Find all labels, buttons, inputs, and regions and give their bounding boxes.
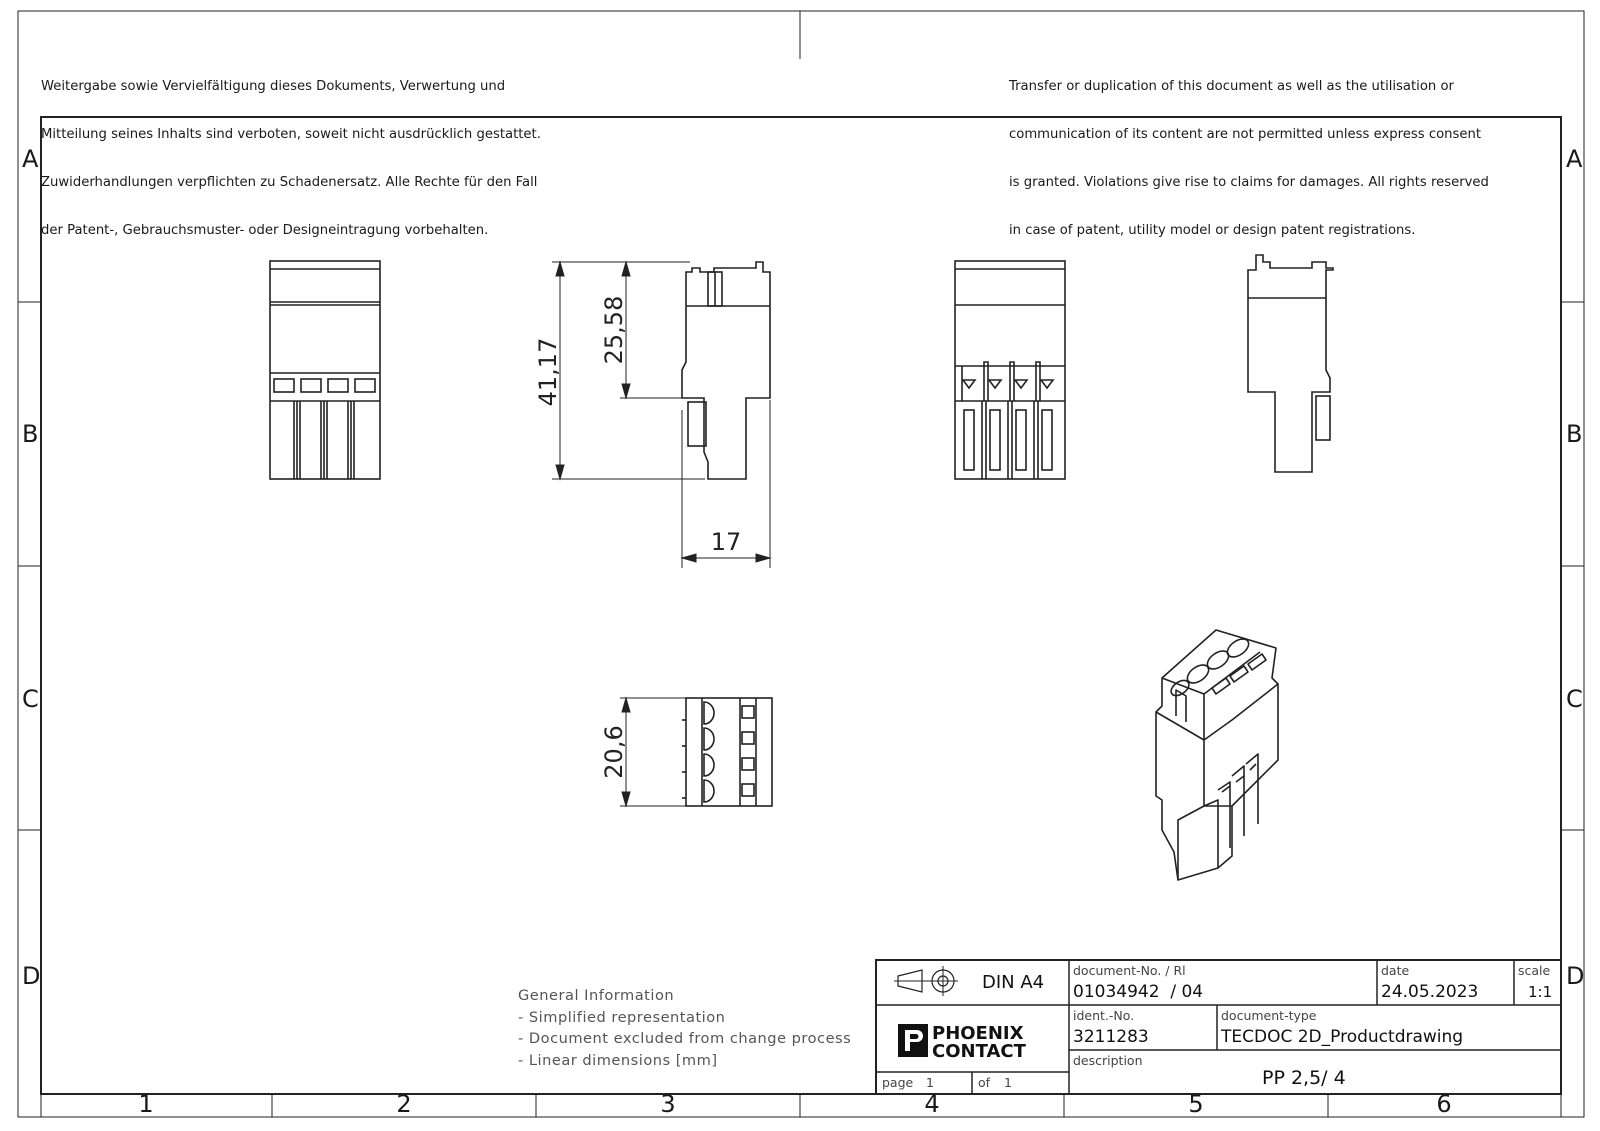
isometric-view (1155, 629, 1279, 881)
general-information-line: - Linear dimensions [mm] (518, 1051, 718, 1069)
document-type-value: TECDOC 2D_Productdrawing (1221, 1027, 1464, 1047)
general-information-heading: General Information (518, 987, 675, 1004)
grid-col-2: 2 (396, 1090, 412, 1118)
grid-row-a-left: A (22, 145, 39, 173)
dimension-width: 17 (711, 528, 742, 556)
grid-row-b-left: B (22, 420, 39, 448)
outer-frame (17, 10, 1585, 1118)
description-value: PP 2,5/ 4 (1262, 1067, 1346, 1089)
dimension-depth: 20,6 (600, 725, 628, 778)
row-ticks (18, 301, 1584, 831)
of-label: of (978, 1075, 991, 1090)
svg-text:CONTACT: CONTACT (932, 1041, 1027, 1062)
side-view (681, 261, 771, 480)
title-block (875, 959, 1562, 1095)
copyright-notice-de: Weitergabe sowie Vervielfältigung dieses… (41, 79, 541, 238)
of-value: 1 (1004, 1075, 1012, 1090)
front-view (269, 260, 381, 480)
top-view (682, 697, 773, 807)
sheet-format: DIN A4 (982, 972, 1045, 993)
general-information-line: - Simplified representation (518, 1008, 726, 1026)
date-value: 24.05.2023 (1381, 982, 1479, 1002)
grid-row-d-right: D (1566, 962, 1585, 990)
ident-no-value: 3211283 (1073, 1027, 1149, 1047)
dimension-upper-height: 25,58 (600, 296, 628, 365)
inner-frame (40, 116, 1562, 1095)
document-no-label: document-No. / Rl (1073, 963, 1186, 978)
grid-col-5: 5 (1188, 1090, 1204, 1118)
general-information: General Information - Simplified represe… (518, 985, 851, 1071)
page-label: page (882, 1075, 914, 1090)
ident-no-label: ident.-No. (1073, 1008, 1135, 1023)
grid-col-4: 4 (924, 1090, 940, 1118)
grid-row-b-right: B (1566, 420, 1583, 448)
page-value: 1 (926, 1075, 934, 1090)
document-no-value: 01034942 / 04 (1073, 982, 1204, 1002)
side-view-right (1247, 254, 1334, 473)
grid-col-3: 3 (660, 1090, 676, 1118)
grid-row-d-left: D (22, 962, 41, 990)
dimension-overall-height: 41,17 (534, 338, 562, 407)
svg-text:PHOENIX: PHOENIX (932, 1023, 1024, 1044)
top-view-dimension (620, 696, 686, 808)
scale-label: scale (1518, 963, 1551, 978)
grid-col-1: 1 (138, 1090, 154, 1118)
grid-col-6: 6 (1436, 1090, 1452, 1118)
column-ticks (40, 1094, 1562, 1117)
grid-row-c-left: C (22, 685, 39, 713)
phoenix-contact-logo: PHOENIX CONTACT (898, 1023, 1027, 1062)
side-view-dimensions (552, 260, 772, 568)
description-label: description (1073, 1053, 1143, 1068)
grid-row-c-right: C (1566, 685, 1583, 713)
document-type-label: document-type (1221, 1008, 1317, 1023)
back-view (954, 260, 1066, 480)
grid-row-a-right: A (1566, 145, 1583, 173)
copyright-notice-en: Transfer or duplication of this document… (1009, 79, 1489, 238)
general-information-line: - Document excluded from change process (518, 1030, 852, 1047)
scale-value: 1:1 (1528, 983, 1553, 1001)
date-label: date (1381, 963, 1410, 978)
